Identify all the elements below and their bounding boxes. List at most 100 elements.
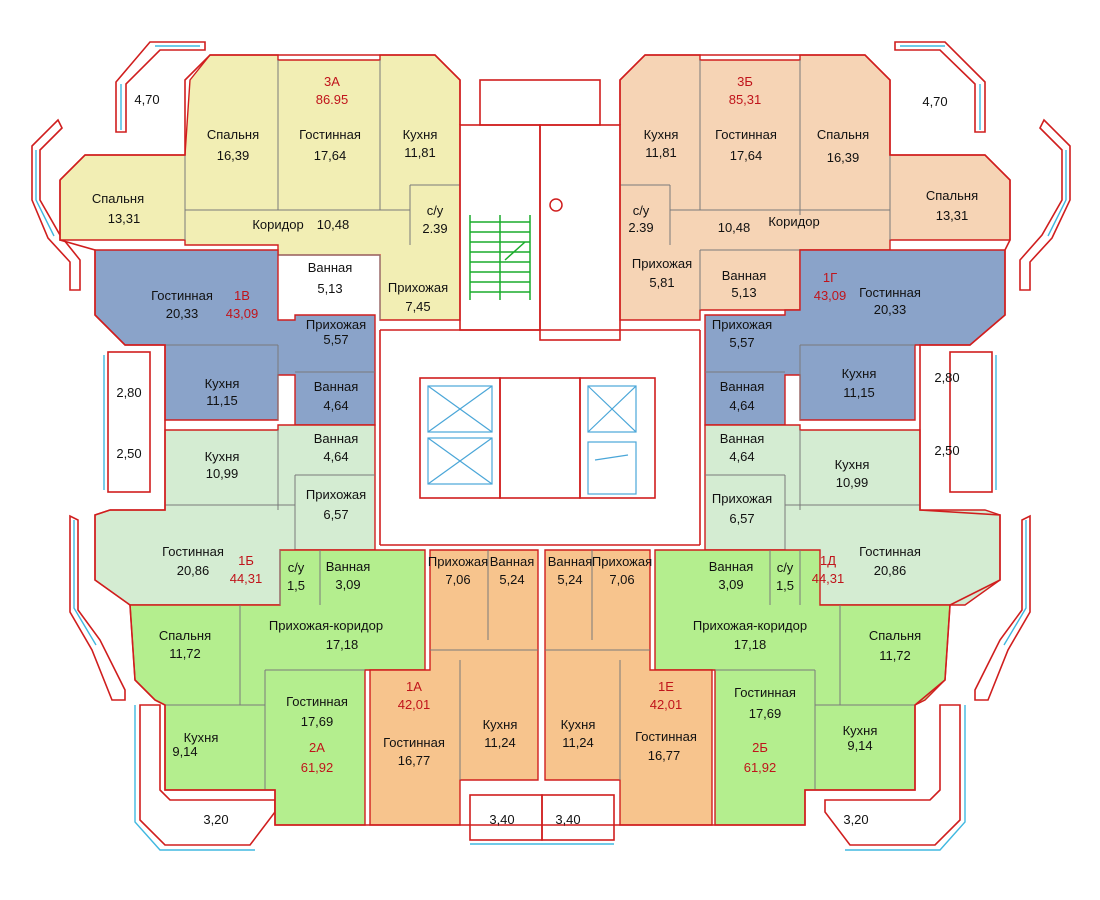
room-area: 11,72 bbox=[879, 648, 911, 663]
room-area: 16,39 bbox=[217, 148, 250, 163]
room-area: 20,86 bbox=[177, 563, 210, 578]
room-area: 5,24 bbox=[557, 572, 582, 587]
room-name: Спальня bbox=[207, 127, 259, 142]
room-area: 7,06 bbox=[445, 572, 470, 587]
apt-area: 43,09 bbox=[226, 306, 259, 321]
room-area: 10,99 bbox=[836, 475, 869, 490]
apt-area: 61,92 bbox=[744, 760, 777, 775]
room-area: 3,09 bbox=[718, 577, 743, 592]
apt-code: 3Б bbox=[737, 74, 753, 89]
room-area: 17,18 bbox=[734, 637, 767, 652]
room-area: 11,15 bbox=[843, 385, 875, 400]
room-name: Кухня bbox=[184, 730, 219, 745]
room-area: 4,64 bbox=[323, 398, 348, 413]
balcony-area: 4,70 bbox=[922, 94, 947, 109]
room-name: Прихожая bbox=[632, 256, 692, 271]
apartment-labels: 3А 86.95 3Б 85,31 1В 43,09 1Г 43,09 1Б 4… bbox=[226, 74, 847, 775]
room-name: Гостинная bbox=[859, 544, 921, 559]
balcony-area: 3,20 bbox=[843, 812, 868, 827]
room-area: 9,14 bbox=[172, 744, 197, 759]
room-name: Ванная bbox=[326, 559, 371, 574]
room-name: Коридор bbox=[768, 214, 819, 229]
room-area: 20,33 bbox=[166, 306, 199, 321]
balcony-labels: 4,70 4,70 2,80 2,80 2,50 2,50 3,20 3,20 … bbox=[116, 92, 959, 827]
room-name: Ванная bbox=[548, 554, 593, 569]
apt-code: 1А bbox=[406, 679, 422, 694]
room-name: Ванная bbox=[720, 379, 765, 394]
room-area: 11,72 bbox=[169, 646, 201, 661]
balcony-area: 3,40 bbox=[555, 812, 580, 827]
room-area: 10,48 bbox=[317, 217, 350, 232]
apt-code: 1Б bbox=[238, 553, 254, 568]
room-name: Ванная bbox=[314, 379, 359, 394]
room-area: 5,57 bbox=[323, 332, 348, 347]
room-area: 11,15 bbox=[206, 393, 238, 408]
room-name: Ванная bbox=[709, 559, 754, 574]
elevator-cabins bbox=[427, 385, 637, 495]
room-name: Кухня bbox=[205, 376, 240, 391]
room-name: Коридор bbox=[252, 217, 303, 232]
room-name: Спальня bbox=[869, 628, 921, 643]
room-area: 16,77 bbox=[648, 748, 681, 763]
room-area: 20,33 bbox=[874, 302, 907, 317]
room-name: Кухня bbox=[644, 127, 679, 142]
room-name: Гостинная bbox=[151, 288, 213, 303]
room-name: Ванная bbox=[308, 260, 353, 275]
room-area: 3,09 bbox=[335, 577, 360, 592]
building-core bbox=[419, 79, 656, 499]
balcony-area: 2,80 bbox=[934, 370, 959, 385]
room-name: с/у bbox=[777, 560, 794, 575]
balcony-area: 3,20 bbox=[203, 812, 228, 827]
room-name: с/у bbox=[288, 560, 305, 575]
room-name: Ванная bbox=[490, 554, 535, 569]
room-name: Прихожая bbox=[306, 487, 366, 502]
room-area: 20,86 bbox=[874, 563, 907, 578]
room-area: 11,81 bbox=[645, 145, 677, 160]
balconies bbox=[31, 41, 1071, 851]
room-area: 17,64 bbox=[314, 148, 347, 163]
room-area: 17,18 bbox=[326, 637, 359, 652]
room-name: Кухня bbox=[835, 457, 870, 472]
room-name: Прихожая bbox=[712, 317, 772, 332]
room-name: с/у bbox=[427, 203, 444, 218]
room-area: 10,48 bbox=[718, 220, 751, 235]
room-area: 16,39 bbox=[827, 150, 860, 165]
room-area: 5,57 bbox=[729, 335, 754, 350]
room-area: 2.39 bbox=[422, 221, 447, 236]
room-name: Спальня bbox=[159, 628, 211, 643]
room-area: 17,69 bbox=[749, 706, 782, 721]
apt-code: 1В bbox=[234, 288, 250, 303]
apt-code: 2А bbox=[309, 740, 325, 755]
room-name: Спальня bbox=[817, 127, 869, 142]
room-name: Гостинная bbox=[734, 685, 796, 700]
balcony-area: 3,40 bbox=[489, 812, 514, 827]
room-name: Кухня bbox=[561, 717, 596, 732]
apt-code: 1Е bbox=[658, 679, 674, 694]
apt-code: 1Г bbox=[823, 270, 837, 285]
room-area: 2.39 bbox=[628, 220, 653, 235]
balcony-area: 4,70 bbox=[134, 92, 159, 107]
room-area: 16,77 bbox=[398, 753, 431, 768]
room-name: Гостинная bbox=[286, 694, 348, 709]
room-name: Прихожая bbox=[388, 280, 448, 295]
room-name: Спальня bbox=[92, 191, 144, 206]
room-area: 6,57 bbox=[729, 511, 754, 526]
room-name: Гостинная bbox=[383, 735, 445, 750]
apt-code: 2Б bbox=[752, 740, 768, 755]
room-area: 4,64 bbox=[323, 449, 348, 464]
room-labels: Спальня 16,39 Гостинная 17,64 Кухня 11,8… bbox=[92, 127, 978, 768]
room-name: Ванная bbox=[720, 431, 765, 446]
room-name: Гостинная bbox=[162, 544, 224, 559]
room-name: Гостинная bbox=[299, 127, 361, 142]
apt-area: 85,31 bbox=[729, 92, 762, 107]
room-area: 17,69 bbox=[301, 714, 334, 729]
room-name: Ванная bbox=[314, 431, 359, 446]
room-name: Прихожая bbox=[306, 317, 366, 332]
room-area: 5,81 bbox=[649, 275, 674, 290]
pipe-icon bbox=[549, 198, 563, 212]
room-name: Кухня bbox=[843, 723, 878, 738]
room-name: Кухня bbox=[205, 449, 240, 464]
room-name: Прихожая bbox=[592, 554, 652, 569]
room-name: Прихожая-коридор bbox=[269, 618, 383, 633]
